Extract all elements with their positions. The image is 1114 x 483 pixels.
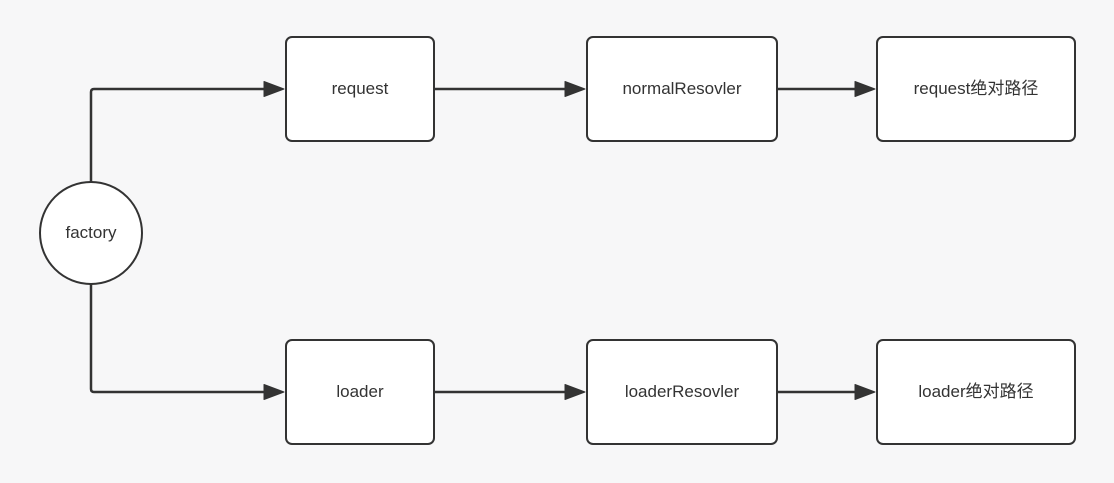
edge-factory-request-line[interactable] — [89, 87, 265, 182]
node-normal-resolver-label: normalResovler — [622, 78, 742, 98]
edge-factory-request-arrowhead-icon — [263, 81, 285, 97]
edge-loader-loader-resolver[interactable] — [435, 384, 586, 400]
edge-factory-loader-arrowhead-icon — [263, 384, 285, 400]
edge-loader-resolver-loader-path[interactable] — [778, 384, 876, 400]
edge-loader-resolver-loader-path-arrowhead-icon — [854, 384, 876, 400]
node-factory[interactable]: factory — [39, 181, 143, 285]
node-loader-resolver-label: loaderResovler — [624, 381, 740, 401]
node-request-label: request — [331, 78, 389, 98]
node-loader-path-label: loader绝对路径 — [918, 381, 1034, 401]
edge-request-normal-resolver[interactable] — [435, 81, 586, 97]
node-request-path[interactable]: request绝对路径 — [876, 36, 1076, 142]
node-request-path-label: request绝对路径 — [913, 78, 1039, 98]
edge-factory-loader-line[interactable] — [89, 284, 265, 394]
node-factory-label: factory — [65, 222, 117, 242]
edge-factory-loader[interactable] — [89, 284, 285, 400]
edge-factory-request[interactable] — [89, 81, 285, 183]
node-loader[interactable]: loader — [285, 339, 435, 445]
node-loader-label: loader — [336, 381, 384, 401]
edge-normal-resolver-request-path[interactable] — [778, 81, 876, 97]
node-loader-resolver[interactable]: loaderResovler — [586, 339, 778, 445]
node-request[interactable]: request — [285, 36, 435, 142]
node-normal-resolver[interactable]: normalResovler — [586, 36, 778, 142]
edge-normal-resolver-request-path-arrowhead-icon — [854, 81, 876, 97]
edge-request-normal-resolver-arrowhead-icon — [564, 81, 586, 97]
edge-loader-loader-resolver-arrowhead-icon — [564, 384, 586, 400]
node-loader-path[interactable]: loader绝对路径 — [876, 339, 1076, 445]
